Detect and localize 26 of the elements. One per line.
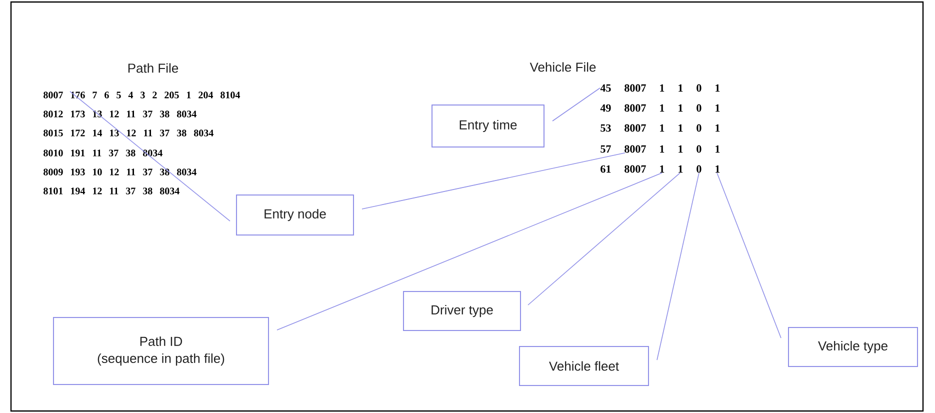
- heading: Path File: [128, 63, 178, 73]
- leader-line: [552, 88, 600, 122]
- data-row: 53 8007 1 1 0 1: [600, 124, 720, 132]
- data-row: 8010 191 11 37 38 8034: [44, 150, 162, 156]
- data-row: 8012 173 13 12 11 37 38 8034: [44, 110, 196, 118]
- callout-box: Vehicle fleet: [519, 346, 649, 386]
- data-row: 49 8007 1 1 0 1: [600, 104, 720, 112]
- data-row: 45 8007 1 1 0 1: [600, 84, 720, 92]
- heading: Vehicle File: [530, 62, 596, 72]
- callout-box: Entry time: [432, 104, 544, 148]
- data-row: 8009 193 10 12 11 37 38 8034: [44, 168, 196, 176]
- callout-box: Vehicle type: [788, 327, 918, 367]
- data-row: 8015 172 14 13 12 11 37 38 8034: [44, 130, 214, 136]
- leader-line: [528, 172, 680, 306]
- leader-line: [276, 172, 662, 330]
- callout-box: Driver type: [403, 291, 521, 331]
- leader-line: [70, 91, 230, 222]
- callout-box: Entry node: [236, 194, 354, 236]
- data-row: 57 8007 1 1 0 1: [600, 145, 720, 153]
- data-row: 61 8007 1 1 0 1: [600, 165, 720, 173]
- leader-line: [716, 172, 782, 338]
- data-row: 8007 176 7 6 5 4 3 2 205 1 204 8104: [44, 92, 240, 98]
- data-row: 8101 194 12 11 37 38 8034: [44, 188, 180, 194]
- callout-box: Path ID (sequence in path file): [53, 317, 269, 385]
- leader-line: [362, 152, 626, 210]
- leader-line: [656, 172, 700, 360]
